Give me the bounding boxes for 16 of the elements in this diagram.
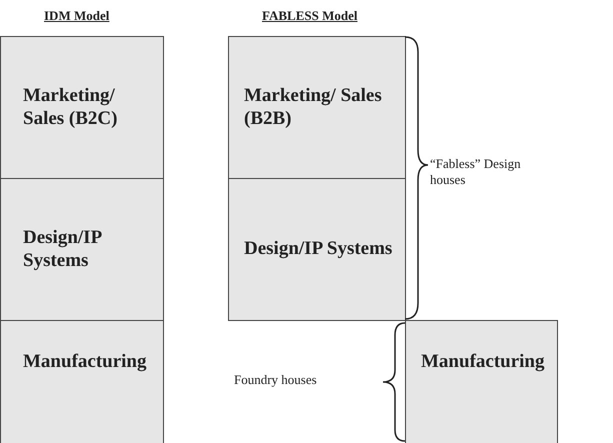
process-block [0, 320, 164, 443]
block-label: Marketing/ Sales (B2C) [23, 84, 118, 130]
column-heading: IDM Model [44, 8, 110, 24]
process-block [0, 36, 164, 179]
block-label: Design/IP Systems [244, 238, 392, 261]
column-heading: FABLESS Model [262, 8, 358, 24]
brace-label: “Fabless” Design houses [430, 156, 522, 188]
process-block [228, 36, 406, 179]
block-label: Design/IP Systems [23, 226, 103, 272]
process-block [0, 178, 164, 321]
process-block [405, 320, 558, 443]
block-label: Manufacturing [23, 351, 146, 374]
block-label: Manufacturing [421, 351, 544, 374]
process-block [228, 178, 406, 321]
block-label: Marketing/ Sales (B2B) [244, 84, 383, 130]
brace-label: Foundry houses [234, 372, 318, 388]
